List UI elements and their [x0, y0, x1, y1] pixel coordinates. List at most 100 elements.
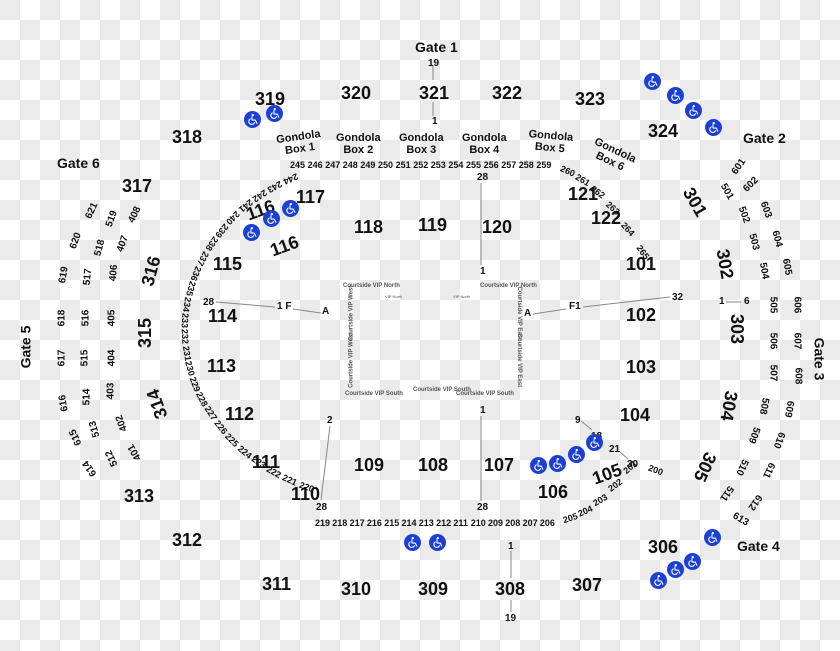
- section-107[interactable]: 107: [484, 455, 515, 475]
- section-250[interactable]: 250: [378, 160, 394, 170]
- section-103[interactable]: 103: [626, 357, 657, 377]
- section-324[interactable]: 324: [648, 121, 679, 141]
- section-259[interactable]: 259: [536, 160, 552, 170]
- courtside-vip-east[interactable]: Courtside VIP East: [516, 286, 523, 341]
- section-114[interactable]: 114: [208, 306, 238, 326]
- section-310[interactable]: 310: [341, 579, 372, 599]
- section-119[interactable]: 119: [418, 215, 448, 235]
- section-403[interactable]: 403: [105, 382, 117, 400]
- section-109[interactable]: 109: [354, 455, 385, 475]
- section-315[interactable]: 315: [135, 317, 156, 349]
- section-211[interactable]: 211: [453, 518, 468, 528]
- section-247[interactable]: 247: [325, 160, 341, 170]
- section-608[interactable]: 608: [792, 367, 804, 385]
- section-206[interactable]: 206: [539, 518, 555, 528]
- section-505[interactable]: 505: [767, 296, 779, 314]
- section-517[interactable]: 517: [81, 268, 95, 286]
- section-311[interactable]: 311: [262, 574, 292, 594]
- section-248[interactable]: 248: [342, 160, 358, 170]
- courtside-vip-south[interactable]: Courtside VIP South: [413, 387, 471, 393]
- section-406[interactable]: 406: [107, 264, 121, 282]
- section-507[interactable]: 507: [767, 364, 779, 382]
- section-322[interactable]: 322: [492, 83, 523, 103]
- section-101[interactable]: 101: [626, 254, 657, 274]
- section-618[interactable]: 618: [56, 309, 68, 327]
- section-234[interactable]: 234: [180, 296, 194, 313]
- section-122[interactable]: 122: [591, 208, 622, 228]
- courtside-vip-west[interactable]: Courtside VIP West: [348, 332, 355, 388]
- section-504[interactable]: 504: [756, 261, 771, 281]
- section-617[interactable]: 617: [56, 349, 68, 367]
- section-209[interactable]: 209: [488, 518, 504, 528]
- section-106[interactable]: 106: [538, 482, 569, 502]
- section-308[interactable]: 308: [495, 579, 526, 599]
- section-306[interactable]: 306: [648, 537, 679, 557]
- section-307[interactable]: 307: [572, 575, 603, 595]
- courtside-vip-north[interactable]: Courtside VIP North: [343, 283, 400, 289]
- section-318[interactable]: 318: [172, 127, 203, 147]
- section-118[interactable]: 118: [354, 217, 384, 237]
- section-605[interactable]: 605: [779, 257, 794, 277]
- courtside-vip-south[interactable]: Courtside VIP South: [345, 391, 403, 397]
- section-302[interactable]: 302: [712, 247, 738, 281]
- section-249[interactable]: 249: [360, 160, 376, 170]
- section-255[interactable]: 255: [466, 160, 482, 170]
- section-208[interactable]: 208: [505, 518, 521, 528]
- section-506[interactable]: 506: [767, 332, 779, 350]
- section-312[interactable]: 312: [172, 530, 203, 550]
- section-515[interactable]: 515: [79, 349, 91, 367]
- courtside-vip-north[interactable]: Courtside VIP North: [480, 283, 537, 289]
- section-111[interactable]: 111: [252, 452, 281, 472]
- section-320[interactable]: 320: [341, 83, 372, 103]
- section-212[interactable]: 212: [436, 518, 452, 528]
- section-609[interactable]: 609: [781, 399, 796, 419]
- section-258[interactable]: 258: [518, 160, 534, 170]
- section-254[interactable]: 254: [448, 160, 464, 170]
- section-257[interactable]: 257: [501, 160, 517, 170]
- section-218[interactable]: 218: [332, 518, 348, 528]
- section-117[interactable]: 117: [296, 187, 326, 207]
- section-253[interactable]: 253: [430, 160, 446, 170]
- section-252[interactable]: 252: [413, 160, 429, 170]
- section-303[interactable]: 303: [727, 313, 748, 345]
- section-120[interactable]: 120: [482, 217, 513, 237]
- section-216[interactable]: 216: [366, 518, 382, 528]
- section-213[interactable]: 213: [418, 518, 434, 528]
- section-233[interactable]: 233: [179, 312, 191, 329]
- section-115[interactable]: 115: [213, 254, 243, 274]
- section-207[interactable]: 207: [522, 518, 538, 528]
- section-405[interactable]: 405: [106, 309, 118, 327]
- section-217[interactable]: 217: [349, 518, 365, 528]
- courtside-vip-south[interactable]: Courtside VIP South: [456, 391, 514, 397]
- section-214[interactable]: 214: [401, 518, 417, 528]
- section-246[interactable]: 246: [307, 160, 323, 170]
- section-319[interactable]: 319: [255, 89, 286, 109]
- section-113[interactable]: 113: [207, 356, 237, 376]
- section-112[interactable]: 112: [225, 404, 255, 424]
- section-256[interactable]: 256: [483, 160, 499, 170]
- section-108[interactable]: 108: [418, 455, 449, 475]
- section-251[interactable]: 251: [395, 160, 411, 170]
- section-231[interactable]: 231: [180, 344, 194, 362]
- section-110[interactable]: 110: [291, 484, 321, 504]
- section-304[interactable]: 304: [716, 389, 742, 423]
- section-313[interactable]: 313: [124, 486, 155, 506]
- section-404[interactable]: 404: [106, 349, 118, 367]
- courtside-vip-north[interactable]: VIP North: [453, 294, 471, 299]
- section-516[interactable]: 516: [80, 309, 92, 327]
- section-215[interactable]: 215: [384, 518, 400, 528]
- section-102[interactable]: 102: [626, 305, 657, 325]
- section-104[interactable]: 104: [620, 405, 651, 425]
- section-317[interactable]: 317: [122, 176, 153, 196]
- section-121[interactable]: 121: [568, 184, 599, 204]
- courtside-vip-north[interactable]: VIP North: [385, 294, 403, 299]
- section-321[interactable]: 321: [419, 83, 450, 103]
- section-323[interactable]: 323: [575, 89, 606, 109]
- courtside-vip-east[interactable]: Courtside VIP East: [516, 333, 523, 388]
- section-607[interactable]: 607: [791, 332, 803, 350]
- section-606[interactable]: 606: [791, 296, 803, 314]
